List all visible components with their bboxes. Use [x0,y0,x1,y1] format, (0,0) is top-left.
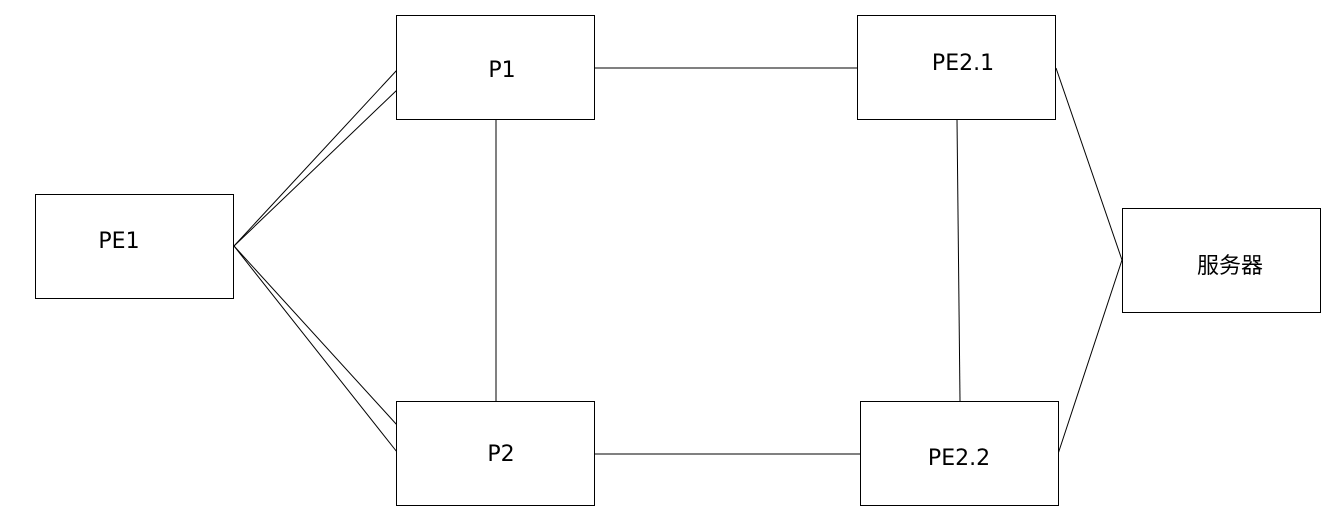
node-pe2-1-box [857,15,1056,120]
edge-pe1-p1-b [233,89,398,247]
node-pe2-1: PE2.1 [857,15,1056,120]
node-pe1: PE1 [35,194,234,299]
node-pe2-2: PE2.2 [860,401,1059,506]
edge-pe21-pe22 [956,118,961,402]
node-pe2-1-label: PE2.1 [932,51,994,76]
edge-pe1-p2-b [233,245,398,453]
node-pe1-label: PE1 [98,229,139,254]
node-pe2-2-box [860,401,1059,506]
node-p2-box [396,401,595,506]
node-p1-label: P1 [488,58,515,83]
node-pe1-box [35,194,234,299]
node-server-label: 服务器 [1197,254,1263,279]
edge-pe1-p1-a [233,69,398,247]
edge-pe21-server [1055,67,1123,261]
node-server-box [1122,208,1321,313]
node-p2: P2 [396,401,595,506]
node-pe2-2-label: PE2.2 [928,446,990,471]
edge-pe1-p2-a [233,245,398,426]
node-p1-box [396,15,595,120]
node-p1: P1 [396,15,595,120]
node-p2-label: P2 [487,442,514,467]
node-server: 服务器 [1122,208,1321,313]
edge-pe22-server [1057,259,1123,455]
